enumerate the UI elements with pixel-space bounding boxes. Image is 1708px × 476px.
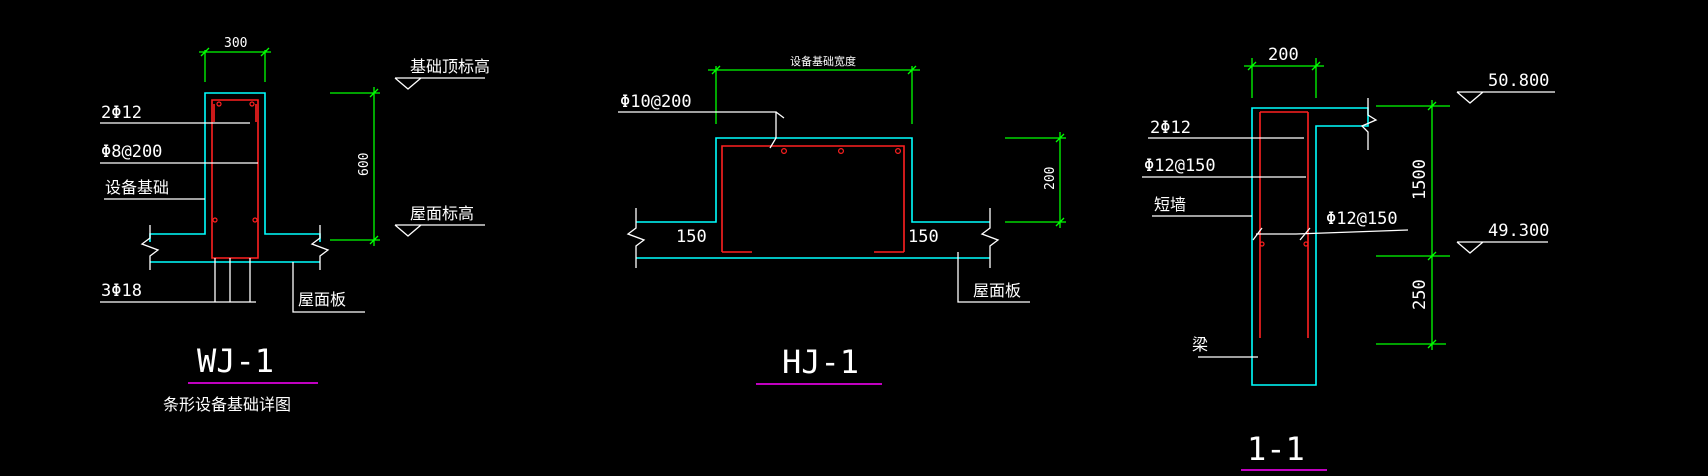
hj1-bar bbox=[894, 148, 901, 155]
hj1-rebar-text: Φ10@200 bbox=[620, 92, 692, 112]
wj1-side-bar bbox=[212, 217, 218, 223]
wj1-top-bar bbox=[216, 101, 222, 107]
hj1-dim-height-text: 200 bbox=[1043, 167, 1058, 190]
wj1-leader-bottom bbox=[100, 258, 256, 303]
hj1-title: HJ-1 bbox=[782, 343, 859, 381]
wj1-top-elev-text: 基础顶标高 bbox=[410, 57, 490, 76]
detail-wj1: 300 600 基础顶标高 屋面标高 2Φ12 Φ8@200 设备基础 3Φ18… bbox=[100, 36, 490, 414]
wj1-rebar-bottom-text: 3Φ18 bbox=[101, 281, 142, 301]
s11-dim-width-text: 200 bbox=[1268, 45, 1299, 65]
s11-title: 1-1 bbox=[1247, 430, 1305, 468]
s11-rebar-vert-text: Φ12@150 bbox=[1144, 156, 1216, 176]
s11-concrete-outline bbox=[1251, 107, 1369, 386]
wj1-side-bar bbox=[252, 217, 258, 223]
wj1-foundation-text: 设备基础 bbox=[105, 178, 169, 197]
s11-rebar-horiz-text: Φ12@150 bbox=[1326, 209, 1398, 229]
hj1-dim-width-text: 设备基础宽度 bbox=[790, 54, 856, 68]
s11-beam-text: 梁 bbox=[1192, 335, 1208, 354]
hj1-concrete-outline bbox=[636, 137, 990, 223]
wj1-dim-height-line bbox=[330, 87, 380, 246]
s11-dim-1500-text: 1500 bbox=[1410, 159, 1430, 200]
s11-bar bbox=[1303, 241, 1309, 247]
hj1-right-ext: 150 bbox=[908, 227, 939, 247]
wj1-stirrup-text: Φ8@200 bbox=[101, 142, 162, 162]
hj1-dim-height-line bbox=[1005, 132, 1066, 228]
hj1-rebar bbox=[721, 145, 905, 253]
hj1-left-ext: 150 bbox=[676, 227, 707, 247]
detail-1-1: 200 1500 250 50.800 49.300 2Φ12 Φ12@150 … bbox=[1142, 45, 1555, 471]
wj1-dim-width-line bbox=[199, 47, 271, 82]
wj1-top-hook bbox=[213, 104, 257, 122]
wj1-dim-height-text: 600 bbox=[357, 153, 372, 176]
s11-short-wall-text: 短墙 bbox=[1154, 195, 1186, 214]
wj1-break-left bbox=[140, 225, 160, 270]
detail-hj1: 设备基础宽度 200 Φ10@200 150 150 屋面板 HJ-1 bbox=[618, 54, 1066, 385]
wj1-stirrup bbox=[211, 99, 259, 259]
wj1-leader-slab bbox=[292, 262, 365, 313]
hj1-dim-width-line bbox=[708, 65, 920, 124]
s11-elev-mid-text: 49.300 bbox=[1488, 221, 1549, 241]
s11-elev-top-text: 50.800 bbox=[1488, 71, 1549, 91]
wj1-rebar-top-text: 2Φ12 bbox=[101, 103, 142, 123]
s11-break bbox=[1360, 98, 1378, 150]
hj1-roof-slab-text: 屋面板 bbox=[973, 281, 1021, 300]
hj1-bar bbox=[780, 148, 787, 155]
s11-dim-250-text: 250 bbox=[1410, 279, 1430, 310]
wj1-roof-elev-text: 屋面标高 bbox=[410, 204, 474, 223]
hj1-break-left bbox=[626, 208, 646, 268]
s11-rebar-top-text: 2Φ12 bbox=[1150, 118, 1191, 138]
wj1-break-right bbox=[310, 225, 330, 270]
hj1-leader-slab bbox=[957, 252, 1030, 303]
wj1-concrete-outline bbox=[149, 92, 321, 242]
wj1-dim-width-text: 300 bbox=[224, 36, 247, 51]
wj1-roof-elev-marker bbox=[394, 224, 485, 237]
wj1-subtitle: 条形设备基础详图 bbox=[163, 395, 291, 414]
s11-dim-vert-line bbox=[1376, 100, 1450, 350]
hj1-leader-rebar bbox=[618, 111, 785, 149]
s11-elev-mid-marker bbox=[1456, 241, 1548, 254]
hj1-break-right bbox=[980, 208, 1000, 268]
s11-leader-horiz bbox=[1252, 227, 1409, 241]
wj1-roof-slab-text: 屋面板 bbox=[298, 290, 346, 309]
wj1-top-elev-marker bbox=[394, 77, 485, 90]
wj1-title: WJ-1 bbox=[197, 342, 274, 380]
s11-dim-width-line bbox=[1244, 58, 1324, 98]
s11-elev-top-marker bbox=[1456, 91, 1555, 104]
wj1-top-bar bbox=[249, 101, 255, 107]
s11-bar bbox=[1259, 241, 1265, 247]
hj1-bar bbox=[837, 148, 844, 155]
